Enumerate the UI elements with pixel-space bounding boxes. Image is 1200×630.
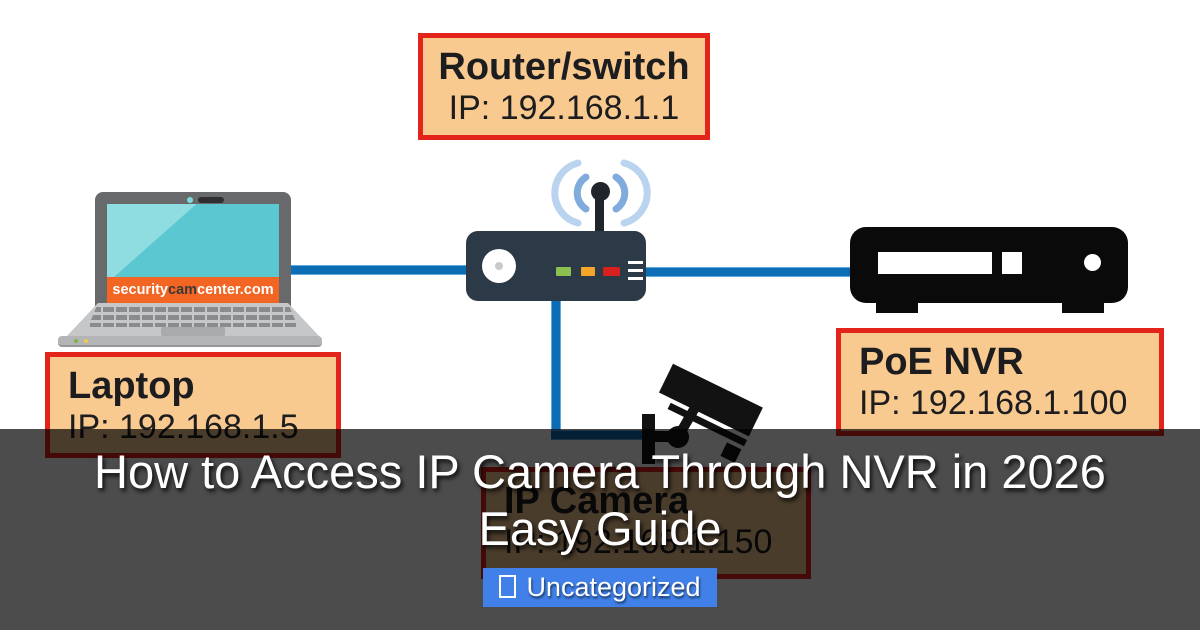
cable-laptop-router: [283, 265, 473, 275]
router-label-title: Router/switch: [438, 46, 690, 88]
nvr-disc-slot: [878, 252, 992, 274]
nvr-label-ip: IP: 192.168.1.100: [859, 383, 1128, 422]
laptop-keyboard-deck: [66, 303, 320, 337]
category-badge[interactable]: Uncategorized: [483, 568, 717, 607]
laptop-led-green: [74, 339, 78, 343]
category-icon: [499, 575, 517, 598]
router-antenna: [595, 196, 604, 238]
laptop-keyboard: [88, 307, 298, 327]
cable-router-nvr: [642, 267, 852, 277]
router-label-ip: IP: 192.168.1.1: [448, 88, 680, 127]
laptop-mic-slot: [198, 197, 224, 203]
wifi-signal-icon: [551, 159, 651, 227]
laptop-label-title: Laptop: [68, 365, 195, 407]
cable-router-down: [551, 298, 561, 436]
hero-text-block: How to Access IP Camera Through NVR in 2…: [0, 443, 1200, 607]
nvr-display: [1002, 252, 1022, 274]
watermark-part1: security: [112, 282, 168, 298]
webcam-icon: [187, 197, 193, 203]
laptop-led-yellow: [84, 339, 88, 343]
laptop-base: [58, 336, 322, 347]
router-device: [466, 231, 646, 301]
router-power-button: [482, 249, 516, 283]
page-title-line1: How to Access IP Camera Through NVR in 2…: [94, 445, 1106, 498]
router-led-red: [603, 267, 620, 276]
nvr-device: [850, 227, 1128, 303]
category-label: Uncategorized: [526, 572, 701, 602]
router-label-box: Router/switch IP: 192.168.1.1: [418, 33, 710, 140]
watermark-part2: cam: [168, 282, 198, 298]
nvr-label-title: PoE NVR: [859, 341, 1024, 383]
category-badge-row: Uncategorized: [0, 568, 1200, 607]
router-vents: [628, 261, 643, 281]
watermark-part3: center.com: [197, 282, 274, 298]
nvr-foot-left: [876, 300, 918, 313]
router-antenna-tip: [591, 182, 610, 201]
nvr-foot-right: [1062, 300, 1104, 313]
page-title-line2: Easy Guide: [478, 502, 722, 555]
router-led-green: [556, 267, 571, 276]
nvr-power-button: [1084, 254, 1101, 271]
laptop-touchpad: [161, 327, 225, 336]
router-led-amber: [581, 267, 595, 276]
nvr-label-box: PoE NVR IP: 192.168.1.100: [836, 328, 1164, 436]
